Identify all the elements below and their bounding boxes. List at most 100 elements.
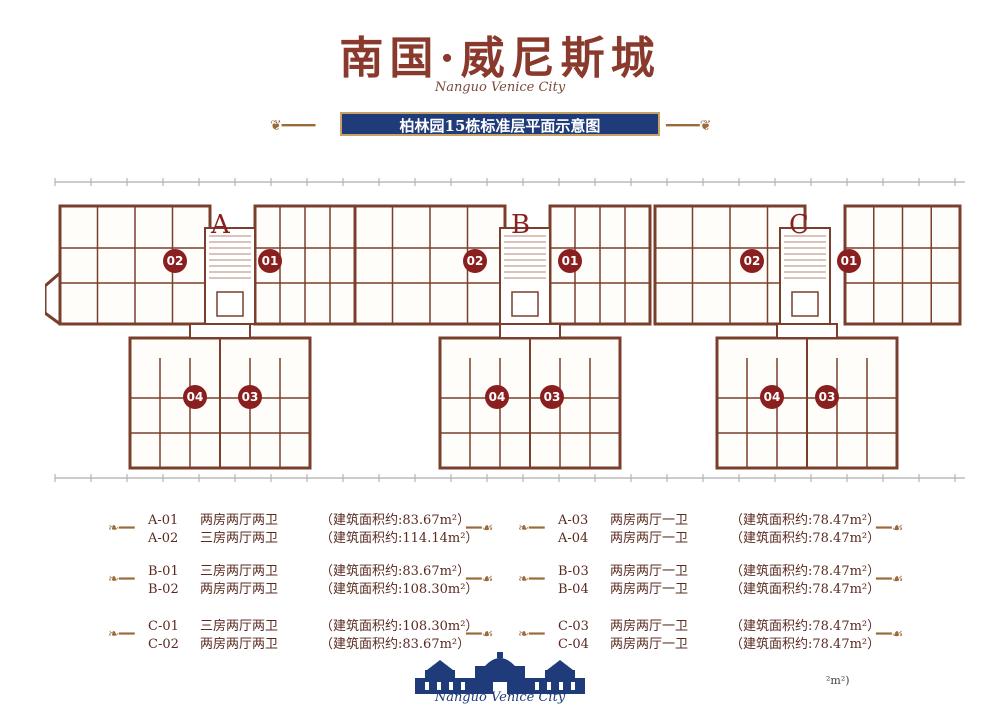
plan-title-banner: ❦━━━━ 柏林园15栋标准层平面示意图 ━━━━❦ xyxy=(270,112,730,138)
legend-area: （建筑面积约:83.67m²） xyxy=(320,637,471,652)
unit-tag-upper: 01 xyxy=(558,249,582,273)
corridor xyxy=(776,323,838,339)
unit-tag-lower: 04 xyxy=(183,385,207,409)
legend-row: C-03 两房两厅一卫 （建筑面积约:78.47m²） xyxy=(558,618,880,636)
unit-tag-lower: 04 xyxy=(485,385,509,409)
legend-type: 两房两厅一卫 xyxy=(610,564,689,579)
brand-subtitle: Nanguo Venice City xyxy=(434,80,566,95)
legend-group: ❧━━ ━━☙ C-03 两房两厅一卫 （建筑面积约:78.47m²） C-04 两房两厅一… xyxy=(518,618,903,654)
left-ornament-icon: ❦━━━━ xyxy=(270,118,316,134)
brand-header: 南国·威尼斯城 Nanguo Venice City xyxy=(0,22,1000,95)
unit-tag-lower: 04 xyxy=(760,385,784,409)
unit-tag-upper: 02 xyxy=(163,249,187,273)
elevator-shaft xyxy=(216,291,244,317)
legend-area: （建筑面积约:78.47m²） xyxy=(730,637,881,652)
legend-ornament-icon: ━━☙ xyxy=(876,627,904,642)
legend-ornament-icon: ━━☙ xyxy=(466,572,494,587)
legend-code: A-01 xyxy=(148,513,179,528)
legend-code: A-04 xyxy=(558,531,589,546)
unit-tag-lower: 03 xyxy=(540,385,564,409)
legend-row: A-01 两房两厅两卫 （建筑面积约:83.67m²） xyxy=(148,512,478,530)
footer-logo xyxy=(405,652,595,712)
legend-ornament-icon: ❧━━ xyxy=(108,627,135,642)
unit-tag-upper: 02 xyxy=(740,249,764,273)
block-letter: B xyxy=(511,210,531,240)
legend-area: （建筑面积约:83.67m²） xyxy=(320,513,471,528)
legend-row: C-04 两房两厅一卫 （建筑面积约:78.47m²） xyxy=(558,636,880,654)
legend-area: （建筑面积约:108.30m²） xyxy=(320,619,479,634)
legend-ornament-icon: ━━☙ xyxy=(466,521,494,536)
legend-ornament-icon: ❧━━ xyxy=(518,627,545,642)
unit-tag-upper: 02 xyxy=(463,249,487,273)
legend-ornament-icon: ━━☙ xyxy=(876,572,904,587)
legend-code: C-04 xyxy=(558,637,589,652)
legend-ornament-icon: ━━☙ xyxy=(876,521,904,536)
legend-area: （建筑面积约:78.47m²） xyxy=(730,531,881,546)
legend-row: A-02 三房两厅两卫 （建筑面积约:114.14m²） xyxy=(148,530,478,548)
legend-code: C-02 xyxy=(148,637,179,652)
stair-core xyxy=(499,227,551,325)
unit-tag-upper: 01 xyxy=(258,249,282,273)
legend-type: 三房两厅两卫 xyxy=(200,564,279,579)
bay-window xyxy=(43,271,61,326)
legend-ornament-icon: ❧━━ xyxy=(518,521,545,536)
right-ornament-icon: ━━━━❦ xyxy=(666,118,712,134)
legend-code: A-02 xyxy=(148,531,179,546)
footer-logo-text: Nanguo Venice City xyxy=(434,690,566,705)
legend-type: 两房两厅一卫 xyxy=(610,637,689,652)
corridor xyxy=(499,323,561,339)
legend-ornament-icon: ❧━━ xyxy=(108,572,135,587)
elevator-shaft xyxy=(791,291,819,317)
block-letter: A xyxy=(211,210,230,240)
legend-type: 两房两厅两卫 xyxy=(200,637,279,652)
legend-code: C-03 xyxy=(558,619,589,634)
legend-group: ❧━━ ━━☙ B-03 两房两厅一卫 （建筑面积约:78.47m²） B-04 两房两厅一… xyxy=(518,563,903,599)
legend-area: （建筑面积约:114.14m²） xyxy=(320,531,479,546)
legend-ornament-icon: ━━☙ xyxy=(466,627,494,642)
block-letter: C xyxy=(789,210,809,240)
legend-code: B-04 xyxy=(558,582,589,597)
plan-title: 柏林园15栋标准层平面示意图 xyxy=(340,112,660,136)
castle-logo-icon xyxy=(415,652,585,694)
legend-code: B-03 xyxy=(558,564,589,579)
legend-group: ❧━━ ━━☙ C-01 三房两厅两卫 （建筑面积约:108.30m²） C-02 两房两厅… xyxy=(108,618,493,654)
legend-type: 两房两厅两卫 xyxy=(200,513,279,528)
legend-type: 两房两厅一卫 xyxy=(610,513,689,528)
legend-area: （建筑面积约:78.47m²） xyxy=(730,513,881,528)
legend-group: ❧━━ ━━☙ A-01 两房两厅两卫 （建筑面积约:83.67m²） A-02 三房两厅两… xyxy=(108,512,493,548)
legend-type: 两房两厅一卫 xyxy=(610,619,689,634)
legend-area: （建筑面积约:78.47m²） xyxy=(730,564,881,579)
legend-area: （建筑面积约:78.47m²） xyxy=(730,582,881,597)
legend-type: 三房两厅两卫 xyxy=(200,619,279,634)
legend-area: （建筑面积约:78.47m²） xyxy=(730,619,881,634)
legend-type: 三房两厅两卫 xyxy=(200,531,279,546)
legend-row: B-03 两房两厅一卫 （建筑面积约:78.47m²） xyxy=(558,563,880,581)
legend-row: B-04 两房两厅一卫 （建筑面积约:78.47m²） xyxy=(558,581,880,599)
legend-row: C-01 三房两厅两卫 （建筑面积约:108.30m²） xyxy=(148,618,478,636)
elevator-shaft xyxy=(511,291,539,317)
legend-code: C-01 xyxy=(148,619,179,634)
legend-type: 两房两厅一卫 xyxy=(610,582,689,597)
unit-tag-lower: 03 xyxy=(815,385,839,409)
legend-ornament-icon: ❧━━ xyxy=(518,572,545,587)
unit-tag-lower: 03 xyxy=(238,385,262,409)
corridor xyxy=(189,323,251,339)
legend-code: A-03 xyxy=(558,513,589,528)
floor-plan-drawing xyxy=(28,178,965,482)
legend-code: B-01 xyxy=(148,564,179,579)
legend-row: C-02 两房两厅两卫 （建筑面积约:83.67m²） xyxy=(148,636,478,654)
legend-code: B-02 xyxy=(148,582,179,597)
legend-type: 两房两厅一卫 xyxy=(610,531,689,546)
floor-plan: 02 01 02 01 02 01 04 03 04 03 04 03 A B C xyxy=(28,178,975,483)
unit-tag-upper: 01 xyxy=(837,249,861,273)
legend-row: A-04 两房两厅一卫 （建筑面积约:78.47m²） xyxy=(558,530,880,548)
legend-row: A-03 两房两厅一卫 （建筑面积约:78.47m²） xyxy=(558,512,880,530)
legend-group: ❧━━ ━━☙ A-03 两房两厅一卫 （建筑面积约:78.47m²） A-04 两房两厅一… xyxy=(518,512,903,548)
stray-label: ²m²) xyxy=(826,674,850,687)
brand-title: 南国·威尼斯城 xyxy=(339,33,661,84)
legend-ornament-icon: ❧━━ xyxy=(108,521,135,536)
legend-type: 两房两厅两卫 xyxy=(200,582,279,597)
